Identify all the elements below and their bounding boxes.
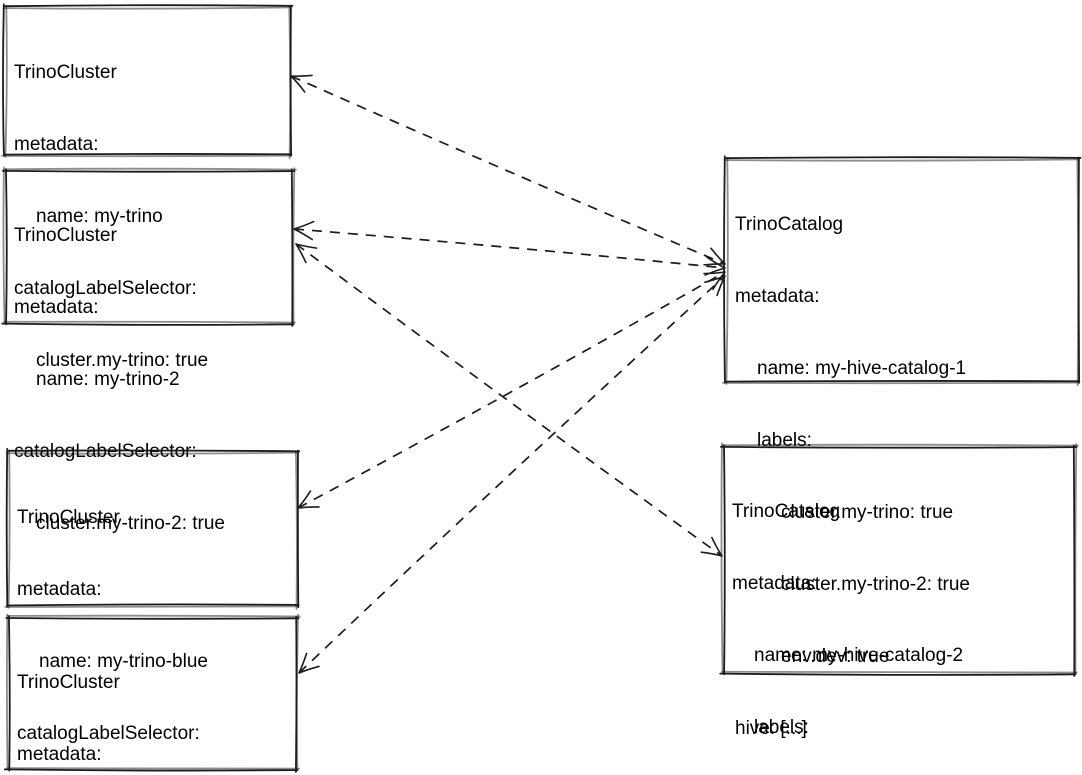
trinocatalog-my-hive-catalog-1-box: TrinoCatalog metadata: name: my-hive-cat… <box>726 159 1078 739</box>
yaml-line: metadata: <box>17 579 102 600</box>
box-border-stroke <box>1074 443 1078 675</box>
yaml-line: hive: [...] <box>735 718 807 739</box>
edge-my-trino-to-my-hive-catalog-1 <box>290 74 726 266</box>
yaml-line: metadata: <box>14 134 99 155</box>
box-border-stroke <box>292 167 296 325</box>
yaml-line: labels: <box>754 717 809 738</box>
trinocatalog-my-hive-catalog-2-box: TrinoCatalog metadata: name: my-hive-cat… <box>723 446 1075 738</box>
yaml-line: cluster.my-trino-2: true <box>36 513 225 534</box>
box-border-stroke <box>295 613 299 772</box>
yaml-line: name: my-trino-2 <box>36 369 180 390</box>
yaml-line: name: my-trino-blue <box>39 651 208 672</box>
box-border-stroke <box>723 155 726 384</box>
node-title: TrinoCluster <box>14 225 117 246</box>
node-title: TrinoCluster <box>17 672 120 693</box>
edge-my-trino-2-to-my-hive-catalog-2 <box>295 243 723 557</box>
trinocluster-my-trino-box: TrinoCluster metadata: name: my-trino ca… <box>5 7 290 371</box>
yaml-line: name: my-hive-catalog-2 <box>754 645 964 666</box>
edge-my-trino-green-to-my-hive-catalog-1 <box>298 275 726 674</box>
edges-group <box>290 74 726 674</box>
trinocluster-my-trino-blue-box: TrinoCluster metadata: name: my-trino-bl… <box>8 452 297 744</box>
yaml-line: cluster.my-trino-2: true <box>781 574 970 595</box>
edge-my-trino-2-to-my-hive-catalog-1 <box>293 220 726 276</box>
node-title: TrinoCluster <box>17 507 120 528</box>
yaml-line: metadata: <box>735 286 820 307</box>
box-border-stroke <box>2 3 5 157</box>
node-title: TrinoCluster <box>14 62 117 83</box>
yaml-line: metadata: <box>732 573 817 594</box>
node-title: TrinoCatalog <box>732 501 841 522</box>
node-title: TrinoCatalog <box>735 214 844 235</box>
yaml-line: name: my-trino <box>36 206 163 227</box>
yaml-line: metadata: <box>17 744 102 765</box>
yaml-line: metadata: <box>14 297 99 318</box>
trinocluster-my-trino-green-box: TrinoCluster metadata: name: my-trino-gr… <box>8 617 297 769</box>
yaml-line: catalogLabelSelector: <box>14 278 197 299</box>
yaml-line: name: my-hive-catalog-1 <box>757 358 967 379</box>
yaml-line: catalogLabelSelector: <box>17 723 200 744</box>
yaml-line: env.dev: true <box>781 646 890 667</box>
trinocluster-my-trino-2-box: TrinoCluster metadata: name: my-trino-2 … <box>5 170 293 534</box>
yaml-line: cluster.my-trino: true <box>36 350 209 371</box>
edge-my-trino-blue-to-my-hive-catalog-1 <box>297 271 726 509</box>
yaml-line: cluster.my-trino: true <box>781 502 954 523</box>
